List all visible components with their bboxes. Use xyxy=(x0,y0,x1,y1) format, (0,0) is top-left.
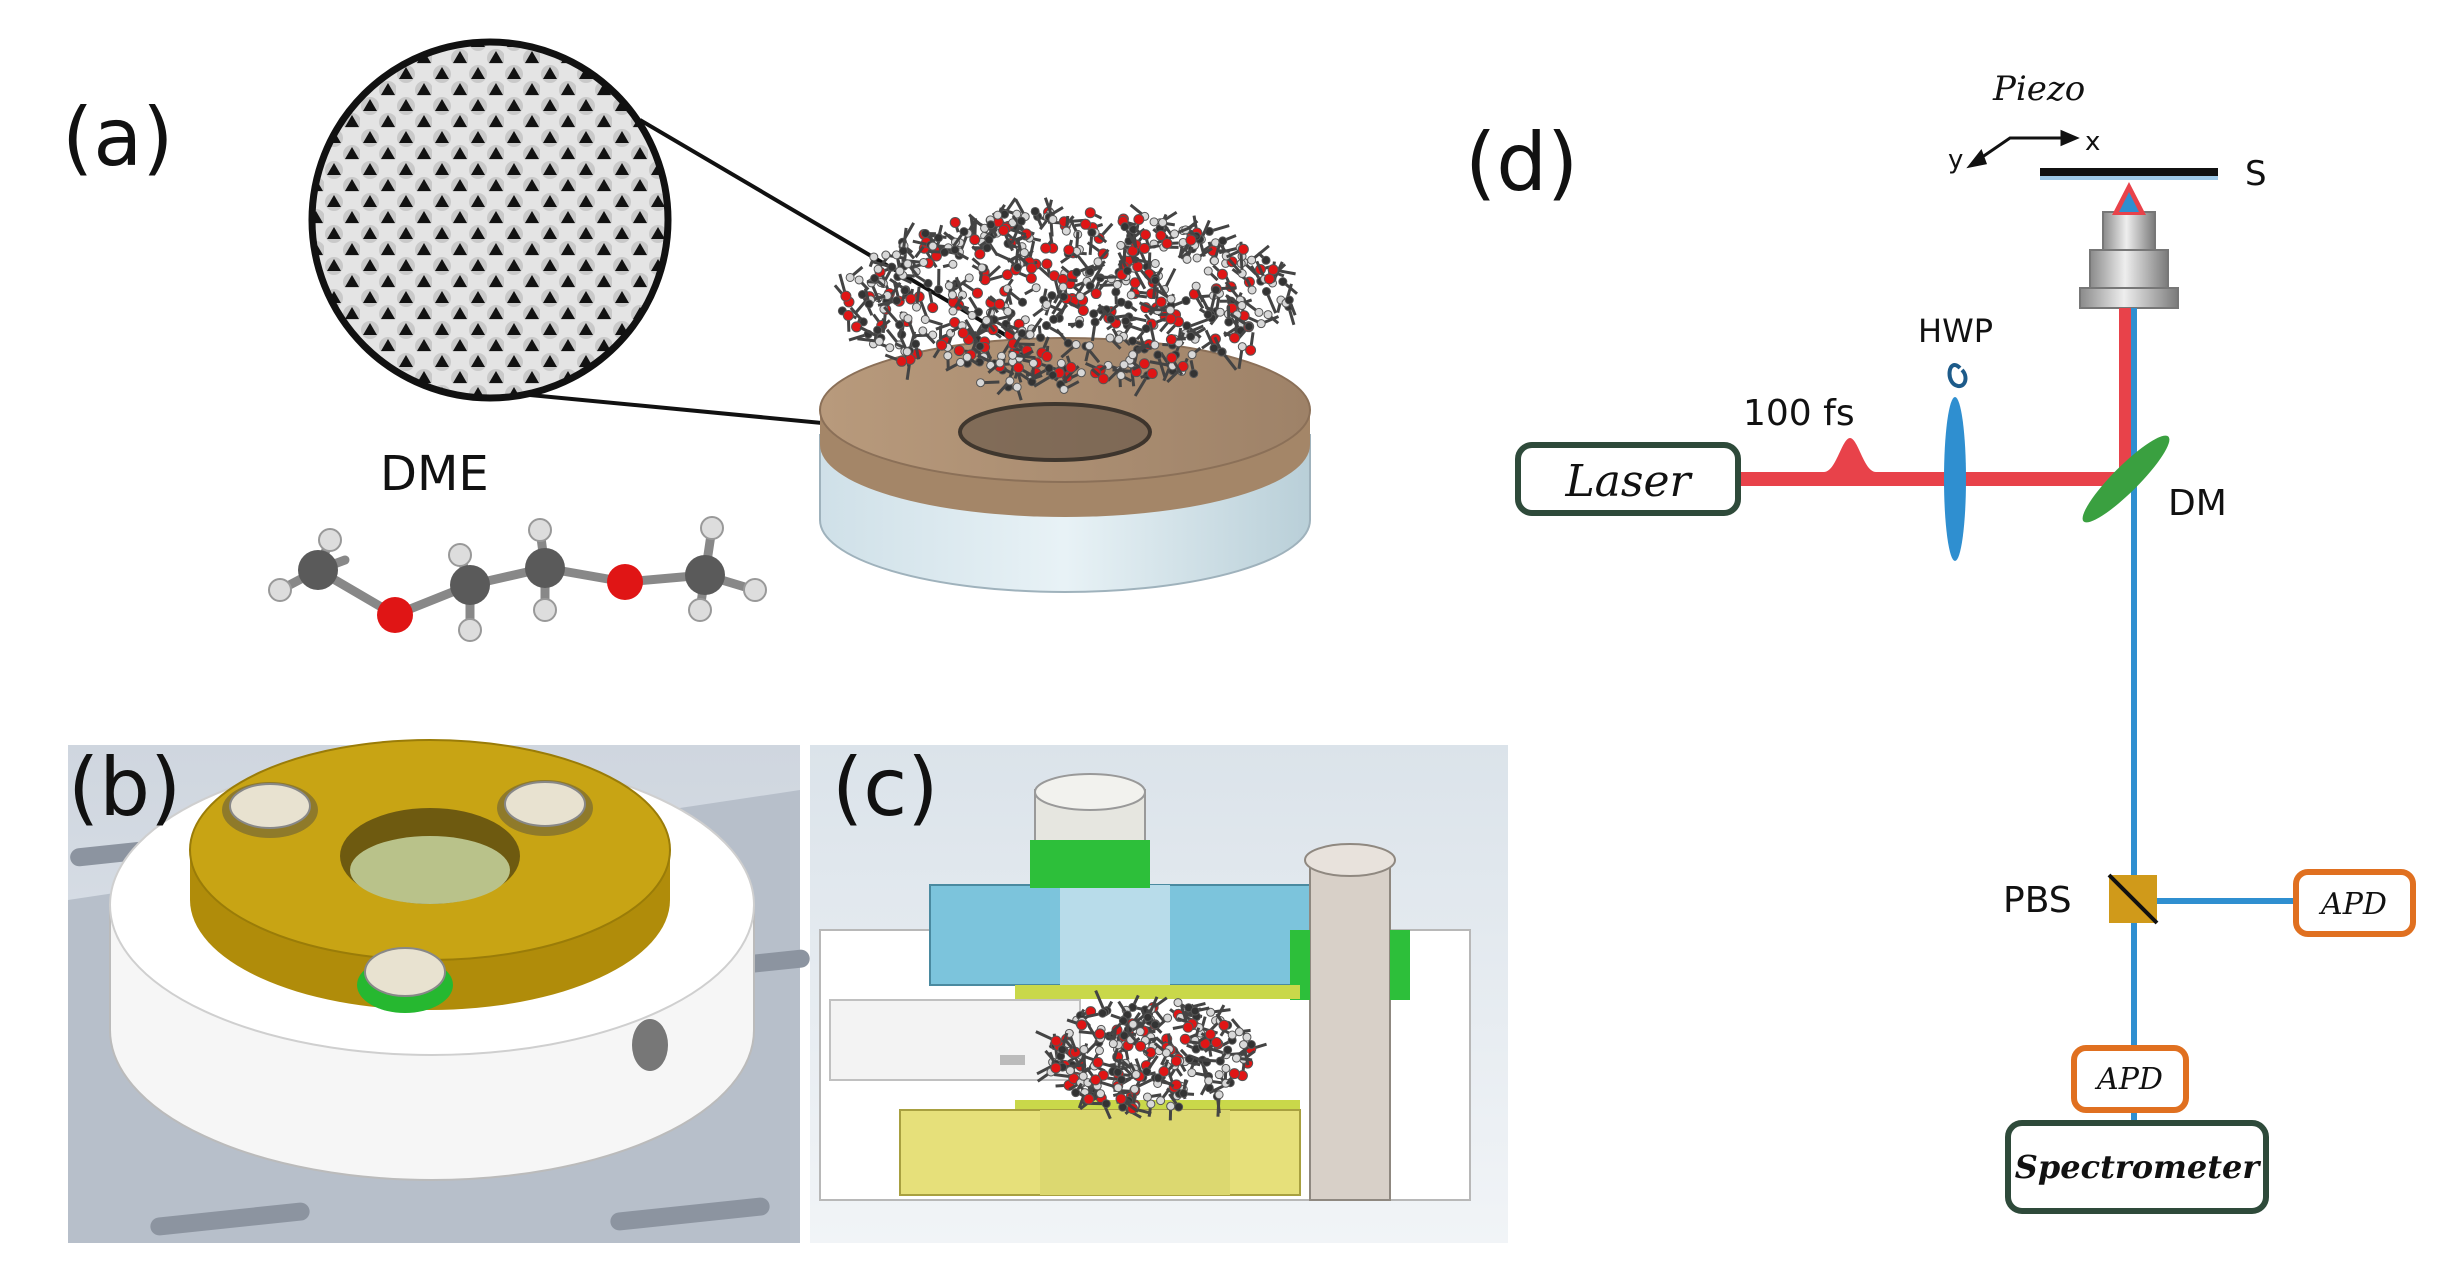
panel-a: (a) DME xyxy=(62,38,1311,642)
dme-label: DME xyxy=(380,446,489,502)
panel-d: (d) Piezo x y S xyxy=(1465,69,2416,1214)
apd-right-box xyxy=(2293,869,2416,937)
screw-icon xyxy=(357,947,453,1013)
dm-label: DM xyxy=(2168,483,2227,524)
molecule-cloud xyxy=(833,197,1298,401)
panel-c: (c) xyxy=(810,741,1508,1243)
objective-icon xyxy=(2079,211,2179,309)
panel-c-label: (c) xyxy=(832,741,938,834)
apd-bottom-box xyxy=(2071,1045,2189,1113)
sample-label: S xyxy=(2245,154,2267,194)
hwp-lens xyxy=(1944,397,1966,561)
laser-box xyxy=(1515,442,1741,516)
panel-b-label: (b) xyxy=(68,741,181,834)
long-screw xyxy=(1309,854,1391,1201)
sample-plate xyxy=(2040,168,2218,176)
panel-b: (b) xyxy=(68,739,810,1243)
axis-y-label: y xyxy=(1948,145,1963,175)
cell-molecules xyxy=(1035,989,1267,1121)
pbs-label: PBS xyxy=(2003,880,2072,921)
spectrometer-label: Spectrometer xyxy=(2015,1148,2262,1186)
apd-right-label: APD xyxy=(2318,887,2387,922)
piezo-axes-icon xyxy=(1966,129,2080,169)
dichroic-mirror xyxy=(2082,435,2170,523)
apd-bottom-label: APD xyxy=(2094,1062,2163,1097)
dme-molecule xyxy=(268,516,767,642)
screw-icon xyxy=(222,782,318,838)
pore-region xyxy=(958,402,1152,462)
spectrometer-box xyxy=(2005,1120,2269,1214)
rotation-arrow-icon xyxy=(1947,363,1968,388)
porous-disc xyxy=(819,337,1311,593)
screw-icon xyxy=(497,780,593,836)
pulse-label: 100 fs xyxy=(1743,393,1855,434)
zoom-circle xyxy=(308,38,672,402)
laser-beam xyxy=(1738,308,2133,486)
piezo-label: Piezo xyxy=(1992,69,2085,109)
panel-d-label: (d) xyxy=(1465,116,1578,209)
panel-a-label: (a) xyxy=(62,91,173,184)
axis-x-label: x xyxy=(2085,127,2100,157)
laser-label: Laser xyxy=(1564,456,1693,507)
signal-beam xyxy=(2131,308,2296,1168)
hwp-label: HWP xyxy=(1918,312,1993,350)
green-oring xyxy=(1030,840,1150,888)
